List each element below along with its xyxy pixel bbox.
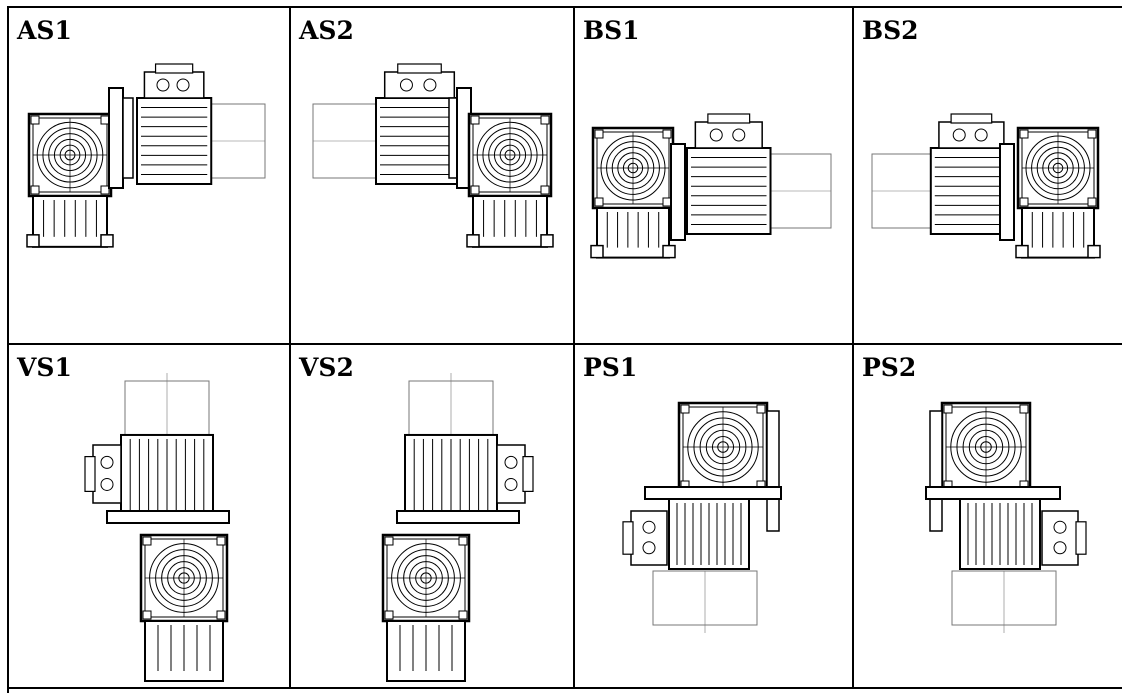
position-label-as2: AS2: [299, 16, 354, 45]
position-label-bs2: BS2: [862, 16, 919, 45]
flange: [108, 87, 124, 189]
gearbox: [677, 401, 769, 493]
flange: [644, 486, 782, 500]
motor-body: [929, 147, 1013, 235]
position-label-vs2: VS2: [299, 353, 354, 382]
flange: [925, 486, 1061, 500]
bs2-drawing: [871, 113, 1101, 259]
as2-drawing: [312, 63, 554, 248]
terminal-box: [496, 444, 534, 504]
flange: [999, 143, 1015, 241]
gearbox: [940, 401, 1032, 493]
cell-as2: AS2: [291, 8, 575, 345]
as1-drawing: [26, 63, 266, 248]
motor-body: [136, 97, 213, 185]
flange: [396, 510, 520, 524]
flange: [106, 510, 230, 524]
position-label-ps2: PS2: [862, 353, 917, 382]
gearbox-base: [766, 410, 780, 532]
terminal-box: [622, 510, 668, 566]
gearbox: [590, 126, 676, 259]
motor: [312, 63, 464, 185]
ps1-drawing: [622, 401, 782, 633]
cell-vs1: VS1: [9, 345, 291, 689]
cell-bs1: BS1: [575, 8, 854, 345]
motor: [686, 113, 832, 235]
cell-bs2: BS2: [854, 8, 1122, 345]
terminal-box: [84, 444, 122, 504]
motor: [871, 113, 1013, 235]
gearbox: [1015, 126, 1101, 259]
gearbox: [26, 112, 114, 248]
vs2-drawing: [381, 373, 534, 682]
position-label-ps1: PS1: [583, 353, 638, 382]
terminal-box: [1041, 510, 1087, 566]
motor: [136, 63, 266, 185]
cell-vs2: VS2: [291, 345, 575, 689]
terminal-box: [383, 71, 456, 99]
gearbox: [381, 533, 471, 623]
vs1-drawing: [84, 373, 230, 682]
cell-ps2: PS2: [854, 345, 1122, 689]
position-label-bs1: BS1: [583, 16, 640, 45]
gearbox: [139, 533, 229, 623]
gearbox-base: [1021, 207, 1095, 259]
motor: [120, 373, 214, 524]
gearbox-base: [472, 195, 548, 248]
position-label-as1: AS1: [17, 16, 72, 45]
gearbox: [466, 112, 554, 248]
gearbox-base: [929, 410, 943, 532]
bs1-drawing: [590, 113, 832, 259]
flange: [670, 143, 686, 241]
gearbox-base: [596, 207, 670, 259]
cell-ps1: PS1: [575, 345, 854, 689]
gearbox-base: [32, 195, 108, 248]
motor: [404, 373, 498, 524]
ps2-drawing: [925, 401, 1087, 633]
terminal-box: [938, 121, 1005, 149]
cell-as1: AS1: [9, 8, 291, 345]
mounting-positions-grid: AS1 AS2 BS1 BS2 VS1 VS2 PS1 PS2: [7, 6, 1122, 693]
motor-body: [686, 147, 772, 235]
terminal-box: [694, 121, 763, 149]
position-label-vs1: VS1: [17, 353, 72, 382]
terminal-box: [143, 71, 205, 99]
